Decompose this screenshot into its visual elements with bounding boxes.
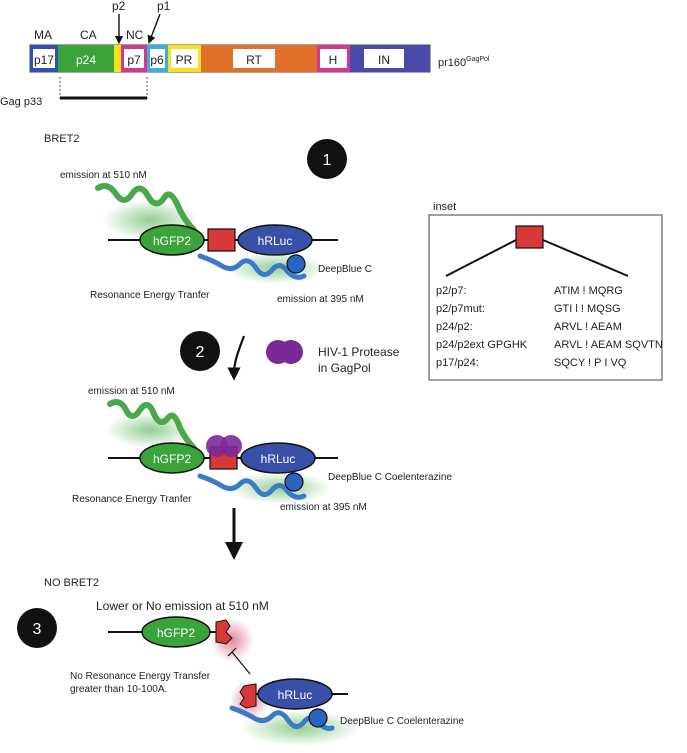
step1-emission-395: emission at 395 nM xyxy=(277,294,364,305)
segment-p2 xyxy=(114,45,121,72)
step3-substrate-label: DeepBlue C Coelenterazine xyxy=(340,716,464,727)
step1-deepblue-c xyxy=(286,254,306,274)
step1-badge xyxy=(307,139,347,179)
step2-protease-line2: in GagPol xyxy=(318,361,371,375)
segment-rt-label: RT xyxy=(246,53,262,67)
inset-cleavage-site xyxy=(515,225,544,249)
step3-hrluc-label: hRLuc xyxy=(278,688,313,702)
step2-hgfp2-label: hGFP2 xyxy=(153,452,191,466)
step1-hgfp2 xyxy=(139,224,205,256)
step3-no-ret-line2: greater than 10-100A. xyxy=(70,684,167,695)
step1-hrluc-label: hRLuc xyxy=(258,234,293,248)
step2-ret-label: Resonance Energy Tranfer xyxy=(72,494,192,505)
inset-row-site: p2/p7: xyxy=(436,285,467,297)
segment-p24 xyxy=(58,45,114,72)
step2-arrow xyxy=(227,335,246,381)
step3-hgfp2-label: hGFP2 xyxy=(157,626,195,640)
inset-row-seq: SQCY ! P I VQ xyxy=(554,357,627,369)
step3-cleaved-linker-right xyxy=(239,683,257,709)
step2-number: 2 xyxy=(196,344,205,361)
step2-emission-510: emission at 510 nM xyxy=(88,386,175,397)
step2-emission-395: emission at 395 nM xyxy=(280,502,367,513)
domain-label-ma: MA xyxy=(34,28,52,42)
inset-row-seq: ARVL ! AEAM xyxy=(554,321,622,333)
step1-number: 1 xyxy=(323,152,332,169)
inset-row-seq: ARVL ! AEAM SQVTN xyxy=(554,339,663,351)
step2-green-emission-wave xyxy=(107,399,197,451)
step2-deepblue-c xyxy=(284,472,304,492)
inset-row-site: p17/p24: xyxy=(436,357,479,369)
step3-badge xyxy=(17,608,57,648)
domain-label-nc: NC xyxy=(126,28,144,42)
step1: BRET2 1 emission at 510 nM hGFP2 hRLuc D… xyxy=(44,133,372,305)
step2-substrate-label: DeepBlue C Coelenterazine xyxy=(328,472,452,483)
step2-hgfp2 xyxy=(139,442,205,474)
step3-lower-emission: Lower or No emission at 510 nM xyxy=(96,599,269,613)
inset-row-site: p24/p2: xyxy=(436,321,473,333)
step1-linker xyxy=(207,228,236,252)
step1-substrate-label: DeepBlue C xyxy=(318,264,372,275)
segment-p6-label: p6 xyxy=(150,53,164,67)
step2-badge xyxy=(180,331,220,371)
cleavage-label-p2: p2 xyxy=(112,0,126,13)
step3-hrluc xyxy=(257,678,333,710)
step1-hgfp2-label: hGFP2 xyxy=(153,234,191,248)
step2: 2 HIV-1 Protease in GagPol emission at 5… xyxy=(72,331,452,560)
segment-p7-label: p7 xyxy=(127,53,141,67)
gag-p33-label: Gag p33 xyxy=(0,96,42,108)
step3-hgfp2 xyxy=(141,616,211,648)
inset-row-seq: GTI l ! MQSG xyxy=(554,303,621,315)
segment-p17-label: p17 xyxy=(34,53,54,67)
step2-protease-line1: HIV-1 Protease xyxy=(318,345,400,359)
step3-distance-line xyxy=(231,651,251,675)
domain-label-ca: CA xyxy=(80,28,97,42)
step3-no-ret-line1: No Resonance Energy Transfer xyxy=(70,671,211,682)
segment-h-label: H xyxy=(329,53,338,67)
step3-number: 3 xyxy=(33,621,42,638)
step3-deepblue-c xyxy=(308,708,328,728)
inset-title: inset xyxy=(433,201,456,213)
cleavage-label-p1: p1 xyxy=(157,0,171,13)
segment-pr-label: PR xyxy=(176,53,193,67)
step1-green-emission-wave xyxy=(95,183,197,233)
p1-arrow xyxy=(147,13,161,44)
step1-ret-label: Resonance Energy Tranfer xyxy=(90,290,210,301)
step2-blue-emission-wave xyxy=(197,473,307,500)
polyprotein-label: pr160GagPol xyxy=(438,56,490,69)
gagpol-bar: MA CA NC p2 p1 p17 p24 p7 p6 PR RT xyxy=(0,0,490,108)
inset-row-site: p24/p2ext GPGHK xyxy=(436,339,528,351)
step3: NO BRET2 3 Lower or No emission at 510 n… xyxy=(17,577,464,746)
step1-emission-510: emission at 510 nM xyxy=(60,170,147,181)
inset-row-seq: ATIM ! MQRG xyxy=(554,285,623,297)
inset-box xyxy=(428,214,663,381)
segment-in-label: IN xyxy=(378,53,390,67)
segment-p24-label: p24 xyxy=(76,53,96,67)
inset-panel: inset p2/p7: ATIM ! MQRG p2/p7mut: GTI l… xyxy=(428,201,663,381)
step2-hrluc-label: hRLuc xyxy=(261,452,296,466)
step1-title: BRET2 xyxy=(44,133,79,145)
inset-row-site: p2/p7mut: xyxy=(436,303,485,315)
step3-title: NO BRET2 xyxy=(44,577,99,589)
step1-blue-emission-wave xyxy=(197,253,307,280)
step3-cleaved-linker-left xyxy=(215,619,233,645)
